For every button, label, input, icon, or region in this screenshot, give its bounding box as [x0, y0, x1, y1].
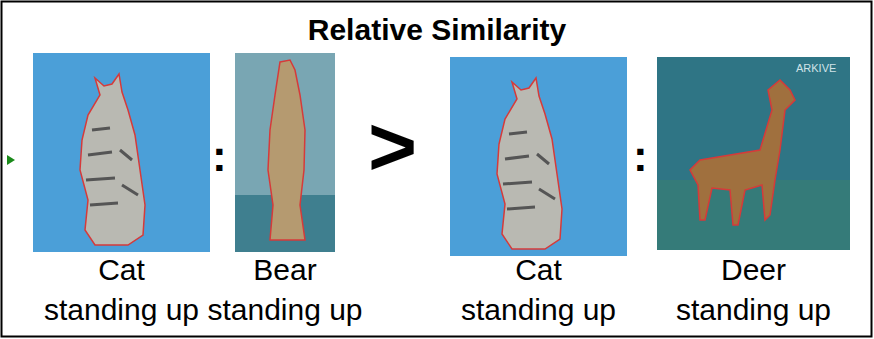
image-panel: Bear standing up [235, 53, 335, 252]
marker-triangle [7, 155, 15, 165]
image-caption: Deer standing up [671, 250, 836, 330]
watermark: ARKIVE [796, 62, 836, 75]
image-panel: Deer standing up [657, 57, 850, 250]
image-caption: Bear standing up [203, 250, 368, 330]
relation-symbol: : [212, 130, 227, 181]
relation-symbol: : [633, 130, 648, 181]
image-panel: Cat standing up [33, 53, 210, 252]
image-panel: Cat standing up [450, 57, 627, 255]
cat-photo [450, 57, 627, 256]
deer-photo [657, 57, 850, 250]
diagram-title: Relative Similarity [0, 10, 874, 50]
relation-symbol: > [368, 98, 417, 195]
bear-photo [235, 53, 335, 252]
image-caption: Cat standing up [39, 250, 204, 330]
cat-photo [33, 53, 210, 252]
image-caption: Cat standing up [456, 250, 621, 330]
